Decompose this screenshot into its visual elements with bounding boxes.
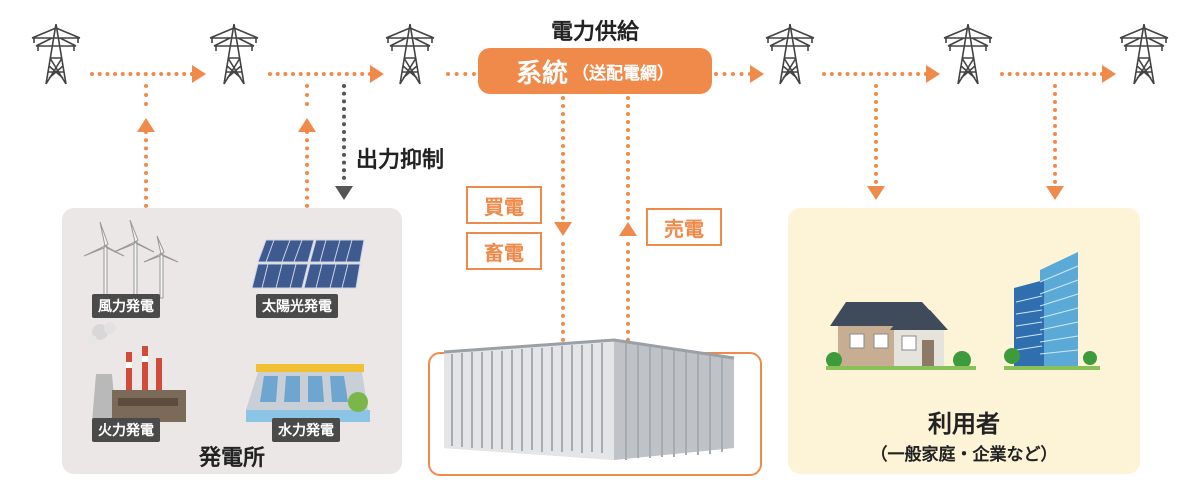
transmission-tower-icon [1119, 23, 1169, 85]
curtailment-line [342, 84, 346, 180]
hydro-power-plant-icon [246, 364, 370, 422]
sell-flow-line [626, 242, 630, 342]
flow-line [268, 72, 372, 76]
curtailment-label: 出力抑制 [356, 148, 445, 173]
curtailment-arrow-icon [335, 186, 353, 200]
users-subcaption: （一般家庭・企業など） [870, 445, 1058, 465]
flow-arrow-right-icon [192, 65, 206, 83]
flow-line [714, 72, 752, 76]
transmission-tower-icon [209, 23, 259, 85]
grid-subname: （送配電網） [572, 63, 674, 84]
plant-uplink-line [305, 130, 309, 208]
sell-flow-line [626, 96, 630, 220]
flow-arrow-right-icon [750, 65, 764, 83]
plant-uplink-line [144, 130, 148, 208]
buy-flow-line [561, 96, 565, 220]
flow-arrow-down-icon [1046, 186, 1064, 200]
grid-name: 系統 [515, 58, 568, 89]
flow-line [1000, 72, 1104, 76]
store-label: 畜電 [466, 232, 542, 270]
wind-turbine-icon [83, 220, 179, 299]
transmission-tower-icon [943, 23, 993, 85]
thermal-power-tag: 火力発電 [92, 418, 160, 442]
flow-arrow-up-icon [619, 222, 637, 236]
transmission-tower-icon [765, 23, 815, 85]
storage-container-icon [443, 338, 735, 460]
buy-flow-line [561, 242, 565, 342]
flow-arrow-right-icon [370, 65, 384, 83]
hydro-power-tag: 水力発電 [272, 418, 340, 442]
house-icon [826, 302, 976, 370]
grid-badge: 系統 （送配電網） [478, 48, 712, 94]
wind-power-tag: 風力発電 [92, 294, 160, 318]
plant-uplink-line [305, 84, 309, 106]
flow-line [90, 72, 194, 76]
flow-arrow-down-icon [554, 222, 572, 236]
power-plants-caption: 発電所 [198, 446, 265, 471]
transmission-tower-icon [385, 23, 435, 85]
power-supply-title: 電力供給 [550, 20, 639, 45]
flow-line [446, 72, 476, 76]
plant-uplink-line [144, 84, 148, 106]
office-building-icon [1004, 252, 1100, 370]
flow-arrow-right-icon [1102, 65, 1116, 83]
transmission-tower-icon [31, 23, 81, 85]
users-caption: 利用者 [928, 410, 1000, 438]
solar-power-tag: 太陽光発電 [256, 294, 338, 318]
buy-label: 買電 [466, 186, 542, 224]
user-downlink-line [874, 84, 878, 184]
user-downlink-line [1053, 84, 1057, 184]
flow-arrow-down-icon [867, 186, 885, 200]
flow-arrow-right-icon [926, 65, 940, 83]
sell-label: 売電 [646, 208, 722, 246]
flow-line [822, 72, 928, 76]
flow-arrow-up-icon [137, 118, 155, 132]
flow-arrow-up-icon [298, 118, 316, 132]
thermal-power-plant-icon [87, 322, 186, 422]
solar-panel-icon [252, 239, 365, 289]
